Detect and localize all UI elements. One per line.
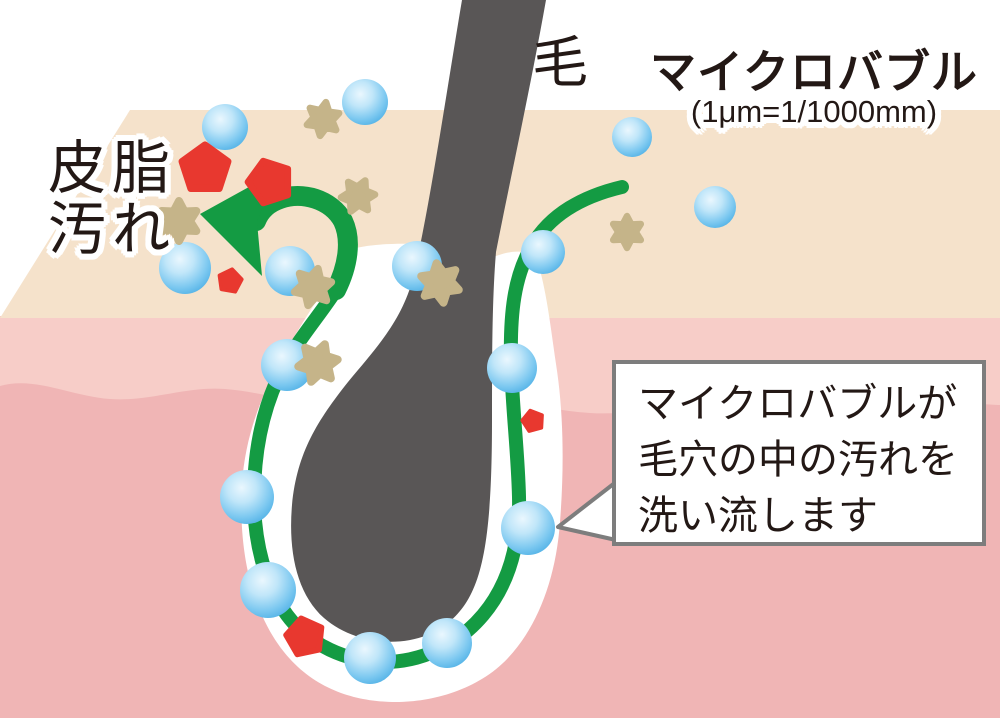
- callout-text-line2: 毛穴の中の汚れを: [638, 438, 958, 482]
- microbubble: [342, 79, 388, 125]
- sebum-dirt-label: 皮脂 汚れ: [48, 138, 176, 260]
- microbubble: [220, 470, 274, 524]
- microbubble: [501, 501, 555, 555]
- callout-box: マイクロバブルが 毛穴の中の汚れを 洗い流します: [612, 360, 986, 546]
- sebum-dirt-label-line2: 汚れ: [48, 197, 177, 262]
- diagram-title: マイクロバブル: [649, 46, 979, 98]
- microbubble: [521, 230, 565, 274]
- microbubble: [344, 632, 396, 684]
- callout-text-line1: マイクロバブルが: [638, 382, 958, 426]
- microbubble: [261, 339, 313, 391]
- callout-text-line3: 洗い流します: [638, 494, 878, 538]
- microbubbles: [159, 79, 736, 684]
- microbubble: [694, 186, 736, 228]
- microbubble: [159, 242, 211, 294]
- hair-label: 毛: [532, 31, 588, 94]
- flow-path-exit-curl: [246, 186, 358, 300]
- diagram-subtitle: (1μm=1/1000mm): [690, 94, 938, 129]
- microbubble: [612, 117, 652, 157]
- microbubble: [487, 343, 537, 393]
- sebum-dirt-label-line1: 皮脂: [48, 136, 177, 201]
- hair-shaft: [291, 0, 546, 642]
- microbubble: [240, 562, 296, 618]
- microbubble: [202, 104, 248, 150]
- microbubble: [422, 618, 472, 668]
